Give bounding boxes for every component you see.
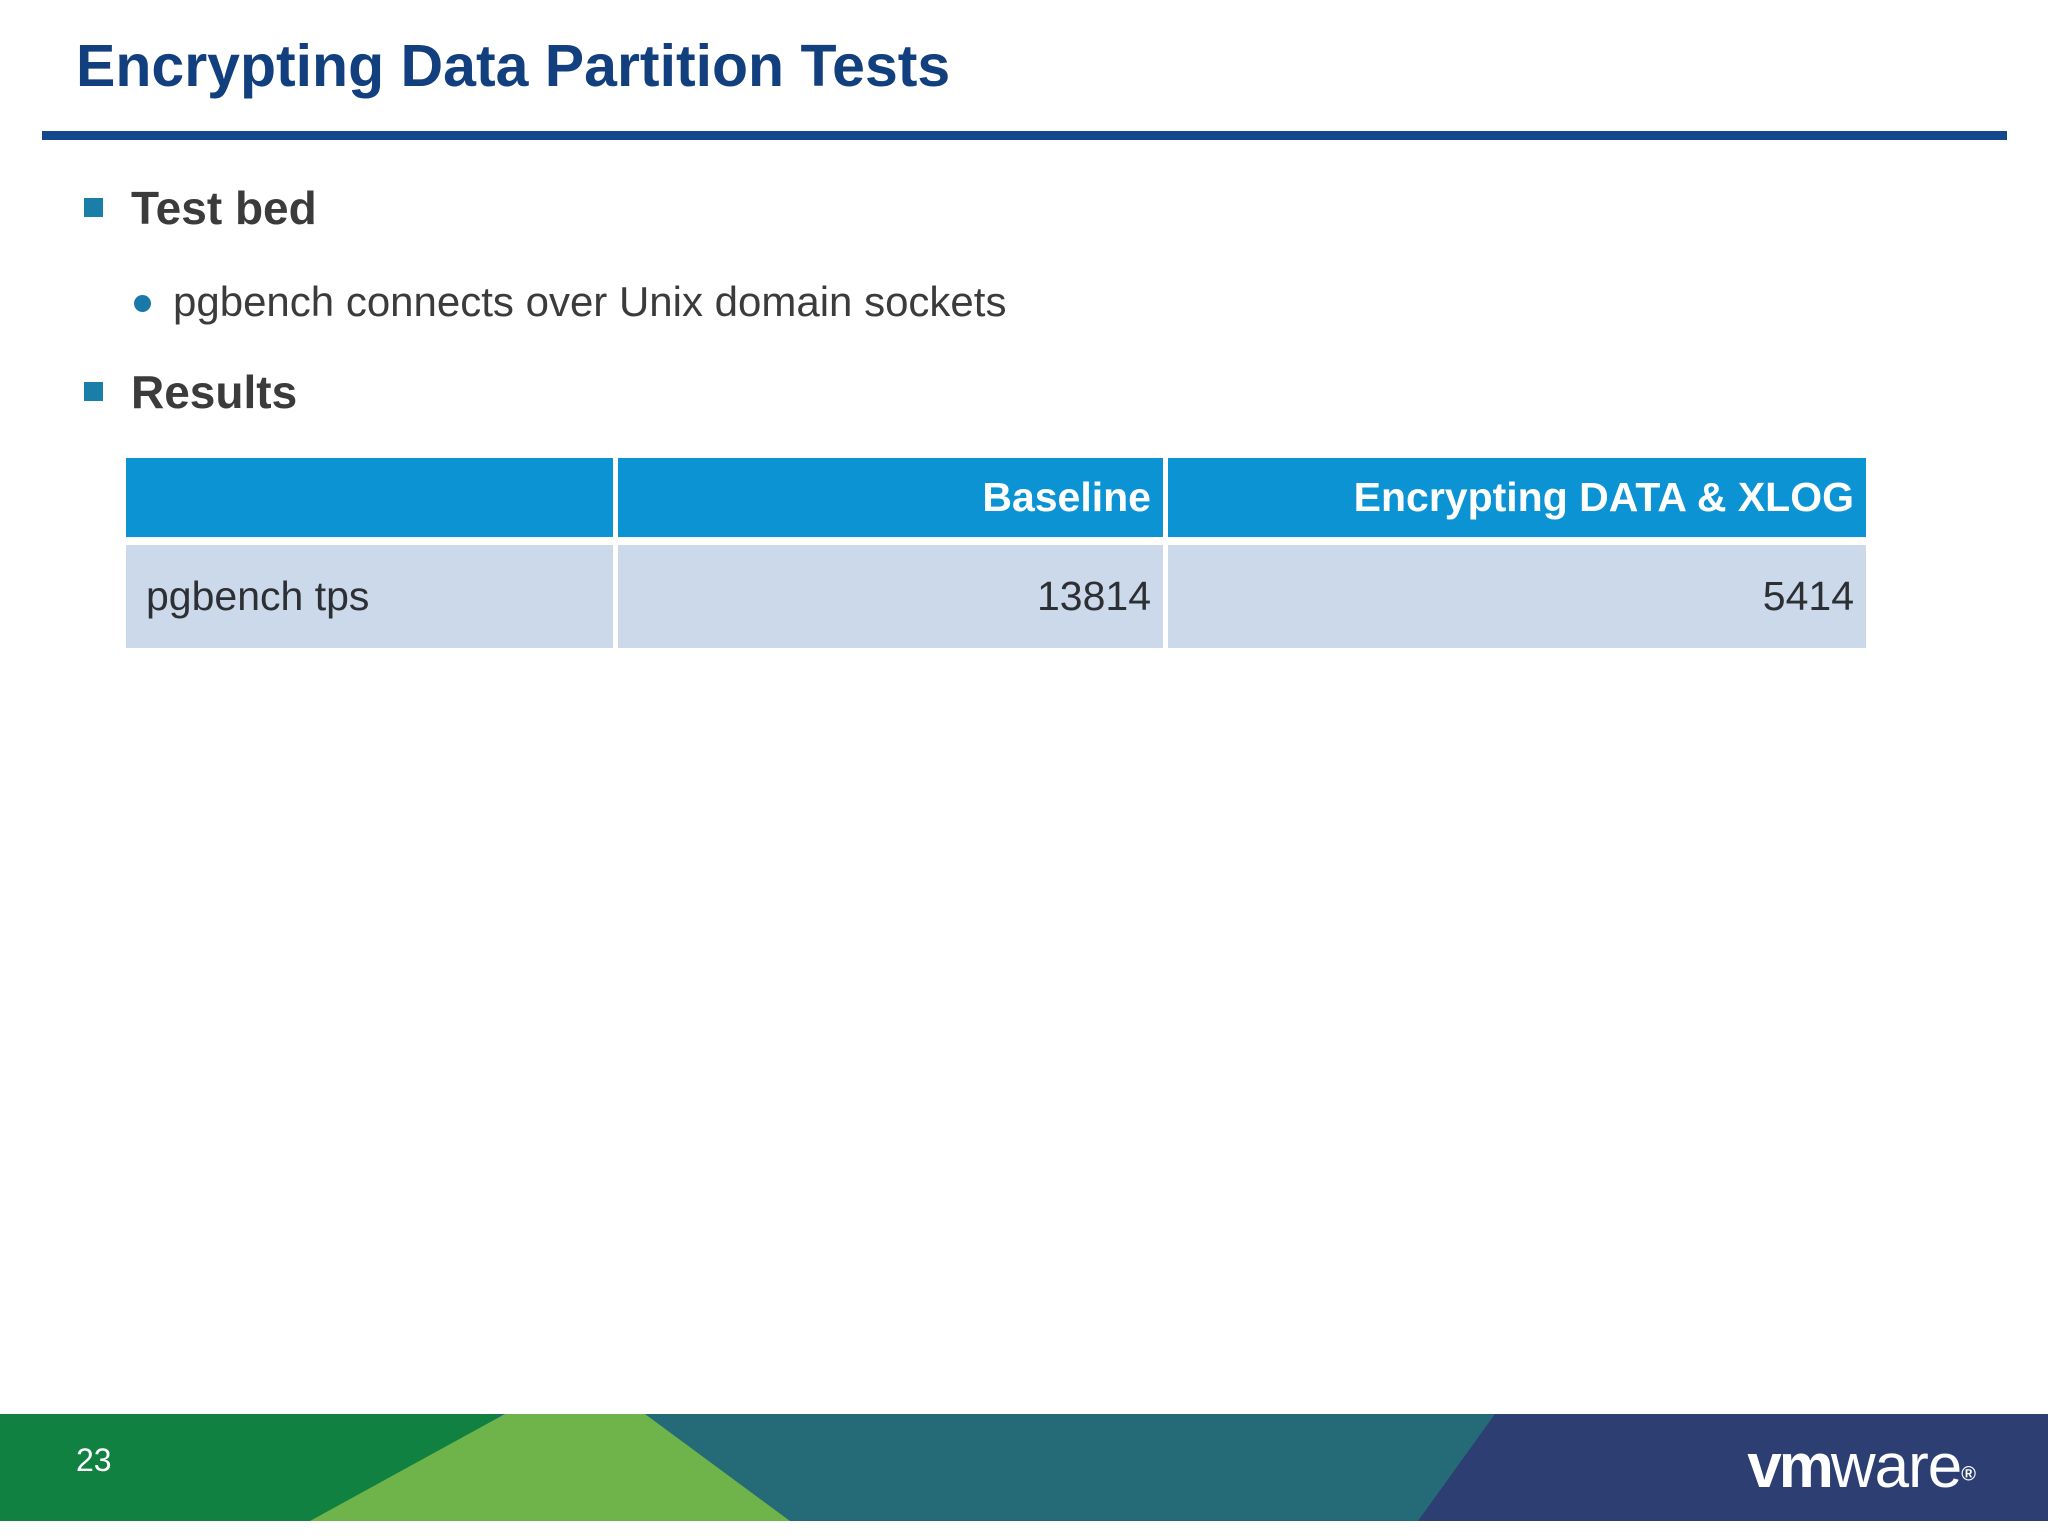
page-number: 23 <box>76 1442 112 1478</box>
bullet-item-test-bed: Test bed <box>84 182 1944 242</box>
table-cell-metric-label: pgbench tps <box>126 545 613 648</box>
vmware-logo-ware: ware <box>1830 1432 1962 1501</box>
bullet-label: Test bed <box>131 182 317 234</box>
results-table: Baseline Encrypting DATA & XLOG pgbench … <box>126 458 1866 648</box>
footer-banner: 23 vmware® <box>0 1414 2048 1521</box>
bullet-label: Results <box>131 366 298 418</box>
page-title: Encrypting Data Partition Tests <box>76 33 951 99</box>
table-cell-encrypting-value: 5414 <box>1168 545 1866 648</box>
table-header-encrypting: Encrypting DATA & XLOG <box>1168 458 1866 537</box>
footer-shape-graphic <box>0 1414 2048 1521</box>
bullet-item-pgbench: pgbench connects over Unix domain socket… <box>134 278 1934 334</box>
square-bullet-icon <box>84 382 103 401</box>
table-header-baseline: Baseline <box>618 458 1163 537</box>
title-divider-rule <box>42 131 2007 140</box>
footer-navy-block <box>1418 1414 2048 1521</box>
results-table-element: Baseline Encrypting DATA & XLOG pgbench … <box>121 450 1871 656</box>
bullet-label: pgbench connects over Unix domain socket… <box>173 278 1007 325</box>
vmware-logo-registered-mark: ® <box>1961 1463 1976 1486</box>
table-cell-baseline-value: 13814 <box>618 545 1163 648</box>
round-bullet-icon <box>134 295 151 312</box>
footer-light-green-triangle <box>310 1414 790 1521</box>
table-header-blank <box>126 458 613 537</box>
vmware-logo-vm: vm <box>1747 1432 1834 1501</box>
vmware-logo: vmware® <box>1747 1436 1976 1498</box>
table-header-row: Baseline Encrypting DATA & XLOG <box>126 458 1866 537</box>
square-bullet-icon <box>84 198 103 217</box>
table-row: pgbench tps 13814 5414 <box>126 545 1866 648</box>
bullet-item-results: Results <box>84 366 1944 426</box>
